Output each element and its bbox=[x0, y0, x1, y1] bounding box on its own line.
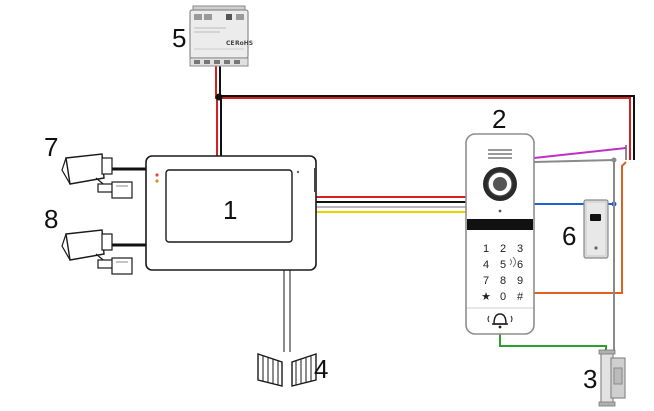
key-7: 7 bbox=[483, 275, 489, 287]
wire-orange bbox=[534, 161, 627, 294]
camera-upper bbox=[61, 153, 133, 199]
exit-button bbox=[583, 199, 609, 259]
ce-mark: CE bbox=[226, 40, 235, 47]
monitor-screen bbox=[165, 169, 293, 243]
key-2: 2 bbox=[500, 243, 506, 255]
label-camera-lower: 8 bbox=[44, 204, 58, 234]
status-led-icon bbox=[155, 179, 159, 183]
junction-dot bbox=[611, 157, 617, 163]
power-wire-black bbox=[219, 66, 635, 160]
door-station: 1 2 3 4 5 6 7 8 9 ★ 0 # bbox=[465, 133, 535, 335]
label-monitor: 1 bbox=[223, 195, 237, 225]
bell-icon bbox=[487, 313, 513, 329]
label-gate: 4 bbox=[314, 354, 328, 384]
keypad: 1 2 3 4 5 6 7 8 9 ★ 0 # bbox=[481, 243, 524, 303]
key-1: 1 bbox=[483, 243, 489, 255]
key-5: 5 bbox=[500, 259, 506, 271]
label-electric-lock: 3 bbox=[583, 364, 597, 394]
label-door-station: 2 bbox=[492, 104, 506, 134]
junction-dot bbox=[215, 93, 223, 101]
indoor-monitor bbox=[145, 155, 317, 271]
gate bbox=[257, 353, 317, 387]
key-3: 3 bbox=[517, 243, 523, 255]
key-0: 0 bbox=[500, 291, 506, 303]
label-power-supply: 5 bbox=[172, 23, 186, 53]
microphone-icon bbox=[498, 209, 502, 213]
rohs-mark: RoHS bbox=[235, 40, 253, 47]
key-4: 4 bbox=[483, 259, 489, 271]
rfid-icon bbox=[509, 256, 516, 268]
key-8: 8 bbox=[500, 275, 506, 287]
name-band bbox=[467, 219, 533, 230]
key-hash: # bbox=[517, 291, 524, 303]
camera-lower bbox=[61, 229, 133, 275]
wire-gray-door bbox=[533, 159, 615, 163]
key-9: 9 bbox=[517, 275, 523, 287]
power-wire-red bbox=[215, 66, 631, 160]
electric-lock bbox=[598, 349, 626, 407]
monitor-side-button bbox=[314, 168, 317, 192]
label-exit-button: 6 bbox=[562, 221, 576, 251]
wire-magenta bbox=[533, 147, 627, 159]
status-led-icon bbox=[155, 173, 159, 177]
key-6: 6 bbox=[517, 259, 523, 271]
wire-green bbox=[499, 334, 607, 354]
power-supply: CE RoHS bbox=[189, 5, 253, 67]
label-camera-upper: 7 bbox=[44, 132, 58, 162]
key-star: ★ bbox=[481, 291, 491, 303]
sensor-dot-icon bbox=[296, 170, 300, 174]
